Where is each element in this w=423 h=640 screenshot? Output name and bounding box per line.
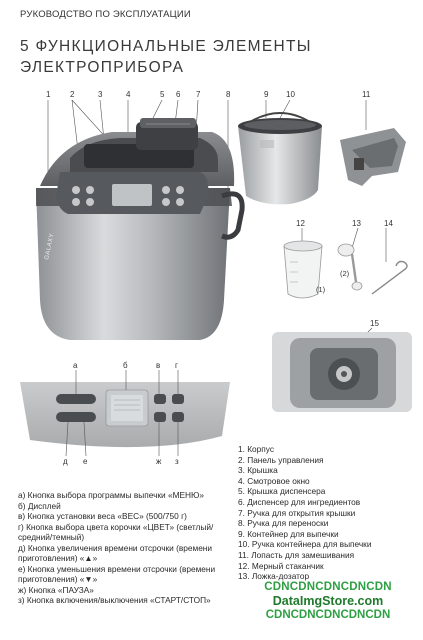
list-item: а) Кнопка выбора программы выпечки «МЕНЮ… <box>18 490 205 500</box>
callout-2: 2 <box>70 90 75 99</box>
panel-callout-v: в <box>156 361 160 370</box>
callout-7: 7 <box>196 90 201 99</box>
watermark-line1: CDNCDNCDNCDNCDN <box>264 581 392 593</box>
interior-image <box>272 332 412 412</box>
panel-callout-zh: ж <box>156 457 162 466</box>
callout-9: 9 <box>264 90 269 99</box>
panel-callout-g: г <box>175 361 178 370</box>
control-functions-list: а) Кнопка выбора программы выпечки «МЕНЮ… <box>18 490 233 606</box>
callout-14: 14 <box>384 219 393 228</box>
callout-3: 3 <box>98 90 103 99</box>
control-panel-closeup <box>20 382 230 448</box>
panel-callout-d: д <box>63 457 68 466</box>
callout-8: 8 <box>226 90 231 99</box>
callout-10: 10 <box>286 90 295 99</box>
measuring-cup-image <box>283 240 323 299</box>
kneading-paddle-image <box>340 128 406 186</box>
callout-15: 15 <box>370 319 379 328</box>
panel-callout-a: а <box>73 361 78 370</box>
list-item: 12. Мерный стаканчик <box>238 560 324 571</box>
callout-6: 6 <box>176 90 181 99</box>
list-item: 6. Диспенсер для ингредиентов <box>238 496 361 507</box>
list-item: 13. Ложка-дозатор <box>238 571 310 582</box>
list-item: 9. Контейнер для выпечки <box>238 528 339 539</box>
measuring-spoon-image <box>337 243 363 291</box>
callout-4: 4 <box>126 90 131 99</box>
callout-1: 1 <box>46 90 51 99</box>
watermark-line3: CDNCDNCDNCDNCDN <box>265 609 391 621</box>
list-item: 2. Панель управления <box>238 454 324 465</box>
brand-logo: GALAXY <box>44 233 55 261</box>
section-title-line1: 5 ФУНКЦИОНАЛЬНЫЕ ЭЛЕМЕНТЫ <box>20 38 312 55</box>
list-item: д) Кнопка увеличения времени отсрочки (в… <box>18 542 213 564</box>
panel-callout-b: б <box>123 361 128 370</box>
callout-numbers: 1 2 3 4 5 6 7 8 9 10 11 <box>46 90 371 99</box>
panel-callout-lines <box>65 370 179 457</box>
panel-callout-z: з <box>175 457 179 466</box>
list-item: з) Кнопка включения/выключения «СТАРТ/СТ… <box>18 595 211 605</box>
list-item: 10. Ручка контейнера для выпечки <box>238 539 372 550</box>
callout-12: 12 <box>296 219 305 228</box>
list-item: 8. Ручка для переноски <box>238 518 329 529</box>
callout-11: 11 <box>362 90 371 99</box>
list-item: 7. Ручка для открытия крышки <box>238 507 356 518</box>
list-item: в) Кнопка установки веса «ВЕС» (500/750 … <box>18 511 187 521</box>
list-item: 3. Крышка <box>238 465 278 476</box>
section-title-line2: ЭЛЕКТРОПРИБОРА <box>20 59 185 76</box>
list-item: 11. Лопасть для замешивания <box>238 549 355 560</box>
section-title: 5 ФУНКЦИОНАЛЬНЫЕ ЭЛЕМЕНТЫ ЭЛЕКТРОПРИБОРА <box>20 36 312 78</box>
parts-list: 1. Корпус 2. Панель управления 3. Крышка… <box>238 444 418 582</box>
list-item: б) Дисплей <box>18 500 61 511</box>
list-item: е) Кнопка уменьшения времени отсрочки (в… <box>18 563 216 585</box>
baking-pan-image <box>238 112 322 205</box>
callout-sub-2: (1) <box>316 285 326 294</box>
watermark: CDNCDNCDNCDNCDN DataImgStore.com CDNCDNC… <box>238 581 418 622</box>
list-item: ж) Кнопка «ПАУЗА» <box>18 584 94 595</box>
list-item: 1. Корпус <box>238 444 274 454</box>
panel-callout-e: е <box>83 457 88 466</box>
manual-header: РУКОВОДСТВО ПО ЭКСПЛУАТАЦИИ <box>20 9 191 20</box>
callout-5: 5 <box>160 90 165 99</box>
list-item: г) Кнопка выбора цвета корочки «ЦВЕТ» (с… <box>18 521 214 543</box>
hook-image <box>371 260 408 295</box>
list-item: 5. Крышка диспенсера <box>238 486 326 497</box>
callout-13: 13 <box>352 219 361 228</box>
callout-sub-1: (2) <box>340 269 350 278</box>
bread-maker-image: GALAXY <box>36 118 245 340</box>
list-item: 4. Смотровое окно <box>238 475 310 486</box>
watermark-line2: DataImgStore.com <box>272 594 384 608</box>
